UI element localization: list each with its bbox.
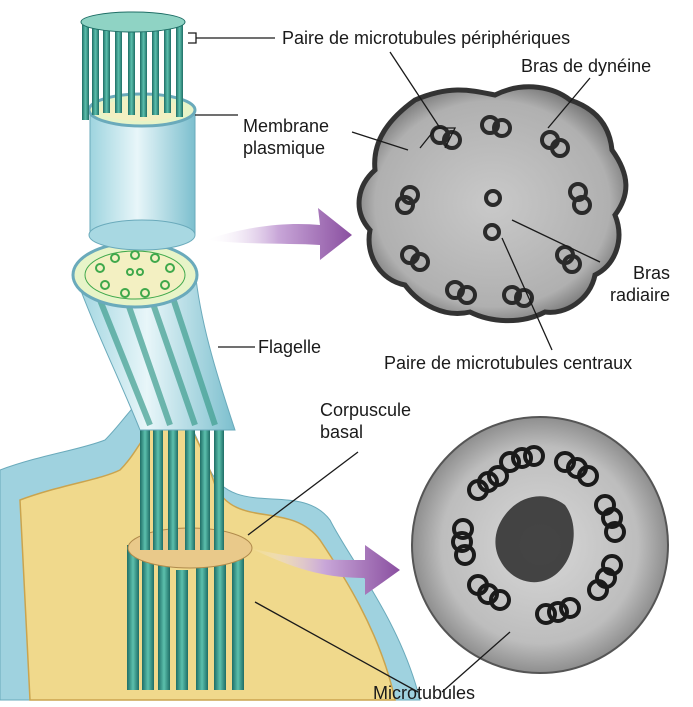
- label-flagellum: Flagelle: [258, 336, 321, 358]
- label-basal-body-line1: Corpuscule: [320, 399, 411, 421]
- label-radial-spoke: Bras radiaire: [610, 262, 670, 306]
- label-microtubules: Microtubules: [373, 682, 475, 704]
- membrane-cylinder: [89, 94, 195, 250]
- label-radial-spoke-line1: Bras: [610, 262, 670, 284]
- label-central-pair: Paire de microtubules centraux: [384, 352, 632, 374]
- micrograph-flagellum: [359, 87, 626, 321]
- label-plasma-membrane-line2: plasmique: [243, 137, 329, 159]
- label-plasma-membrane: Membrane plasmique: [243, 115, 329, 159]
- axoneme-top: [81, 12, 185, 120]
- label-radial-spoke-line2: radiaire: [610, 284, 670, 306]
- arrow-to-cross-section: [205, 208, 352, 260]
- label-plasma-membrane-line1: Membrane: [243, 115, 329, 137]
- label-basal-body-line2: basal: [320, 421, 411, 443]
- label-basal-body: Corpuscule basal: [320, 399, 411, 443]
- label-peripheral-pair: Paire de microtubules périphériques: [282, 27, 570, 49]
- flagellum-cross-section: [73, 243, 197, 307]
- micrograph-basal-body: [412, 417, 668, 673]
- label-dynein-arm: Bras de dynéine: [521, 55, 651, 77]
